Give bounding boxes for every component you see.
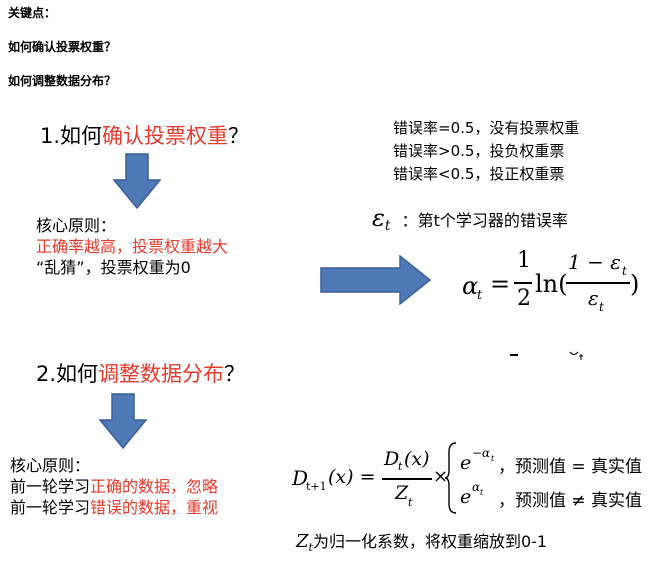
epsilon-subscript: t	[384, 218, 391, 235]
residual-mark-glyph	[569, 351, 583, 360]
condition-greater: 错误率>0.5，投负权重票	[393, 142, 565, 160]
case-2-text: ，预测值 ≠ 真实值	[498, 491, 643, 511]
section-1-principle-black: “乱猜”，投票权重为0	[36, 258, 191, 277]
distribution-formula: D t+1 (x) = D t (x) Z t × e −α t ，预测值 = …	[292, 440, 642, 520]
d-lhs: D	[292, 466, 309, 490]
d-numerator: D	[384, 448, 400, 470]
key-points-label: 关键点：	[8, 6, 57, 20]
section-1-highlight: 确认投票权重	[102, 124, 229, 148]
right-arrow-icon	[320, 254, 432, 306]
section-1-suffix: ？	[228, 124, 250, 148]
residual-mark-dash	[510, 354, 518, 356]
case-1-text: ，预测值 = 真实值	[498, 457, 643, 477]
z-subscript: t	[308, 541, 313, 555]
alpha-lhs-subscript: t	[477, 288, 483, 303]
question-2-text: 如何调整数据分布？	[8, 74, 117, 88]
ln-close: )	[630, 270, 640, 298]
section-1-principle-red: 正确率越高，投票权重越大	[36, 237, 229, 256]
z-symbol: Z	[296, 531, 309, 552]
half-denominator: 2	[517, 286, 531, 311]
d-lhs-arg: (x) =	[328, 466, 376, 488]
epsilon-definition: εt ：第t个学习器的错误率	[372, 204, 568, 234]
section-2-principle-label: 核心原则：	[10, 456, 91, 475]
section-2-number: 2.	[36, 362, 57, 386]
case-2-exponent-subscript: t	[480, 488, 484, 497]
section-1-heading: 1.如何确认投票权重？	[40, 120, 249, 150]
z-text: 为归一化系数，将权重缩放到0-1	[312, 532, 548, 551]
inner-numerator: 1 − ε	[568, 250, 621, 274]
epsilon-text: ：第t个学习器的错误率	[401, 211, 568, 230]
line-2-red: 错误的数据，重视	[90, 498, 219, 517]
z-definition: Zt为归一化系数，将权重缩放到0-1	[296, 528, 547, 554]
case-1-base: e	[460, 452, 472, 474]
half-numerator: 1	[517, 248, 531, 273]
section-1-number: 1.	[40, 124, 61, 148]
inner-fraction-bar	[566, 282, 630, 284]
section-2-principle-line-2: 前一轮学习错误的数据，重视	[10, 498, 218, 517]
inner-denominator: ε	[588, 286, 599, 310]
d-denominator-subscript: t	[408, 496, 413, 509]
section-2-prefix: 如何	[56, 362, 99, 386]
alpha-formula: α t = 1 2 ln( 1 − ε t ε t )	[462, 248, 642, 328]
section-1-prefix: 如何	[60, 124, 103, 148]
epsilon-symbol: ε	[372, 204, 385, 232]
alpha-lhs: α	[462, 272, 479, 300]
ln-open: ln(	[535, 270, 568, 298]
d-denominator: Z	[395, 482, 409, 504]
alpha-equals: =	[490, 270, 511, 298]
condition-less: 错误率<0.5，投正权重票	[393, 165, 565, 183]
case-1-exponent: −α	[472, 446, 491, 460]
section-1-principle-label: 核心原则：	[36, 216, 117, 235]
d-numerator-subscript: t	[398, 460, 403, 473]
d-fraction-bar	[382, 478, 432, 480]
line-2-black: 前一轮学习	[10, 498, 91, 517]
section-2-highlight: 调整数据分布	[98, 362, 225, 386]
section-2-suffix: ？	[224, 362, 246, 386]
question-1-text: 如何确认投票权重？	[8, 40, 117, 54]
inner-numerator-subscript: t	[622, 264, 627, 278]
section-2-heading: 2.如何调整数据分布？	[36, 358, 245, 388]
down-arrow-icon	[98, 393, 148, 450]
cases-brace	[444, 442, 457, 514]
condition-equal: 错误率=0.5，没有投票权重	[393, 119, 580, 137]
d-lhs-subscript: t+1	[306, 480, 327, 493]
inner-denominator-subscript: t	[599, 300, 604, 314]
case-2-base: e	[460, 486, 472, 508]
half-fraction-bar	[514, 282, 532, 284]
case-1-exponent-subscript: t	[491, 454, 495, 463]
case-2-exponent: α	[472, 480, 481, 494]
down-arrow-icon	[112, 153, 162, 210]
line-1-black: 前一轮学习	[10, 477, 91, 496]
d-numerator-arg: (x)	[404, 448, 430, 470]
section-2-principle-line-1: 前一轮学习正确的数据，忽略	[10, 477, 218, 496]
line-1-red: 正确的数据，忽略	[90, 477, 219, 496]
times-sign: ×	[433, 466, 449, 487]
